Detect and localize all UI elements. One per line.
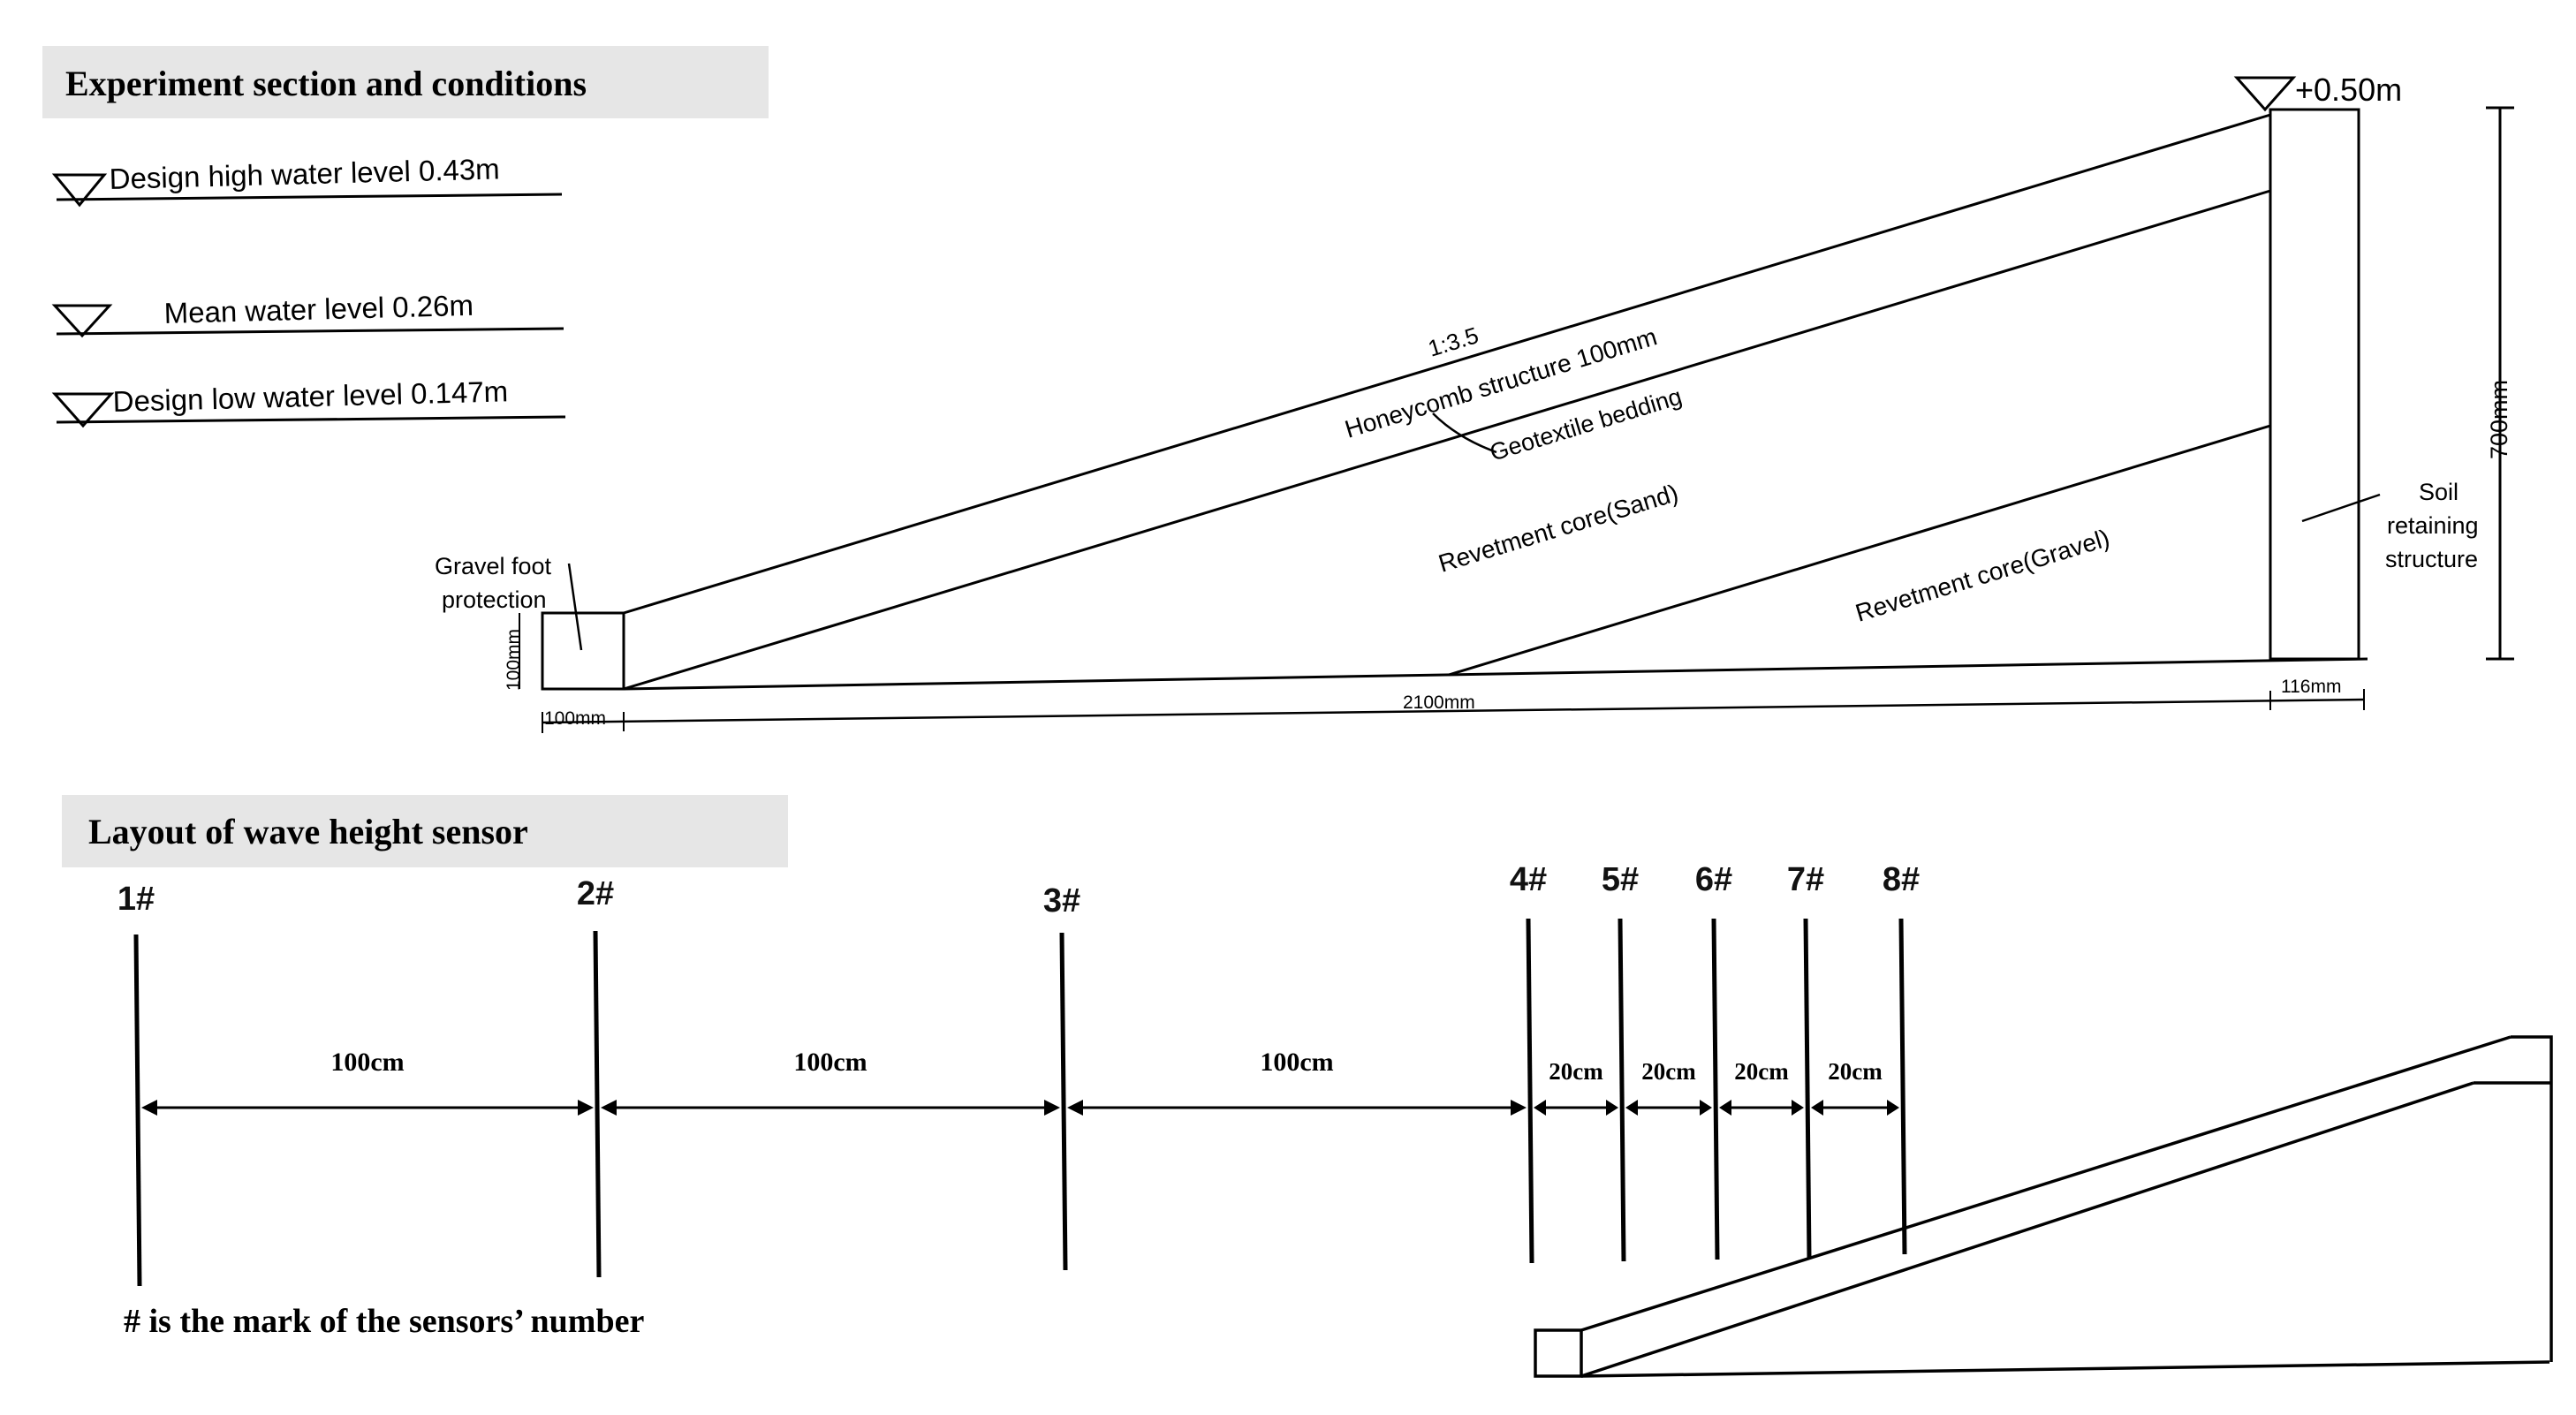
gravel-foot-leader: [567, 563, 583, 651]
sensor-line-8: [1898, 918, 1907, 1255]
soil-label-1: Soil: [2419, 479, 2459, 505]
retaining-wall: [2269, 108, 2360, 661]
sensor-label-2: 2#: [577, 875, 614, 912]
section-header: Experiment section and conditions: [65, 64, 587, 103]
sensor-label-4: 4#: [1510, 861, 1547, 898]
spacing-label-4: 20cm: [1549, 1058, 1603, 1085]
layout-header: Layout of wave height sensor: [88, 812, 528, 851]
sensor-label-5: 5#: [1602, 861, 1639, 898]
gravel-foot-block: [541, 611, 625, 691]
arrow-left-icon: [1625, 1100, 1638, 1116]
arrow-right-icon: [1511, 1100, 1527, 1116]
wall-width-label: 116mm: [2281, 677, 2341, 697]
gravel-core-line: [1448, 424, 2271, 677]
soil-label-3: structure: [2385, 546, 2478, 572]
sensor-line-2: [593, 930, 602, 1278]
water-level-high: Design high water level 0.43m: [51, 152, 563, 208]
soil-leader: [2301, 493, 2381, 523]
water-level-triangle-icon: [51, 304, 113, 338]
slope-length-label: 2100mm: [1403, 692, 1475, 713]
sensor-array: 1# 2# 3# 4# 5# 6# 7# 8# 100cm 100cm 100cm 20cm 20cm 2…: [117, 861, 1920, 1287]
water-level-mean-label: Mean water level 0.26m: [163, 289, 474, 329]
sensor-label-1: 1#: [117, 881, 155, 918]
revetment-sketch: [1534, 1035, 2553, 1378]
sensor-label-3: 3#: [1043, 882, 1080, 919]
water-level-triangle-icon: [51, 392, 115, 428]
sensor-line-7: [1803, 918, 1812, 1259]
arrow-right-icon: [1887, 1100, 1899, 1116]
arrow-right-icon: [1700, 1100, 1712, 1116]
spacing-label-1: 100cm: [330, 1048, 404, 1077]
arrow-left-icon: [1719, 1100, 1731, 1116]
spacing-label-3: 100cm: [1260, 1048, 1333, 1077]
crest-triangle-icon: [2233, 76, 2297, 112]
arrow-left-icon: [1534, 1100, 1546, 1116]
gravel-foot-label-2: protection: [442, 586, 547, 613]
arrow-right-icon: [1606, 1100, 1618, 1116]
arrow-left-icon: [601, 1100, 617, 1116]
sensor-label-6: 6#: [1695, 861, 1732, 898]
foot-height-label: 100mm: [504, 629, 524, 691]
spacing-label-7: 20cm: [1828, 1058, 1883, 1085]
geotextile-leader: [1432, 412, 1497, 454]
sensor-label-8: 8#: [1883, 861, 1920, 898]
bottom-dimension-line: [542, 698, 2365, 724]
foot-width-label: 100mm: [544, 708, 606, 729]
base-line: [623, 657, 2368, 691]
water-level-triangle-icon: [51, 173, 108, 208]
spacing-label-2: 100cm: [793, 1048, 867, 1077]
soil-label-2: retaining: [2387, 512, 2479, 539]
sensor-note: # is the mark of the sensors’ number: [124, 1303, 644, 1340]
sensor-line-4: [1526, 918, 1534, 1264]
spacing-label-5: 20cm: [1641, 1058, 1696, 1085]
sensor-line-6: [1711, 918, 1720, 1260]
core-sand-label: Revetment core(Sand): [1436, 479, 1682, 578]
arrow-right-icon: [1792, 1100, 1804, 1116]
geotextile-label: Geotextile bedding: [1487, 383, 1685, 466]
gravel-foot-label-1: Gravel foot: [435, 553, 552, 579]
arrow-right-icon: [578, 1100, 594, 1116]
sensor-line-5: [1618, 918, 1626, 1262]
sensor-line-1: [133, 934, 142, 1287]
slope-surface-line: [623, 113, 2271, 615]
arrow-left-icon: [1811, 1100, 1823, 1116]
sensor-label-7: 7#: [1787, 861, 1824, 898]
geotextile-line: [623, 189, 2271, 691]
arrow-left-icon: [141, 1100, 157, 1116]
sensor-line-3: [1059, 932, 1068, 1271]
height-label: 700mm: [2486, 380, 2512, 459]
section-header-bg: [42, 46, 769, 118]
spacing-label-6: 20cm: [1734, 1058, 1789, 1085]
water-level-high-label: Design high water level 0.43m: [109, 152, 500, 195]
crest-level-label: +0.50m: [2295, 72, 2402, 108]
arrow-left-icon: [1067, 1100, 1083, 1116]
revetment-cross-section: [519, 76, 2514, 733]
layout-header-bg: [62, 795, 788, 867]
water-level-low: Design low water level 0.147m: [51, 375, 566, 428]
water-level-low-label: Design low water level 0.147m: [112, 375, 508, 418]
arrow-right-icon: [1044, 1100, 1060, 1116]
water-level-mean: Mean water level 0.26m: [51, 289, 564, 338]
